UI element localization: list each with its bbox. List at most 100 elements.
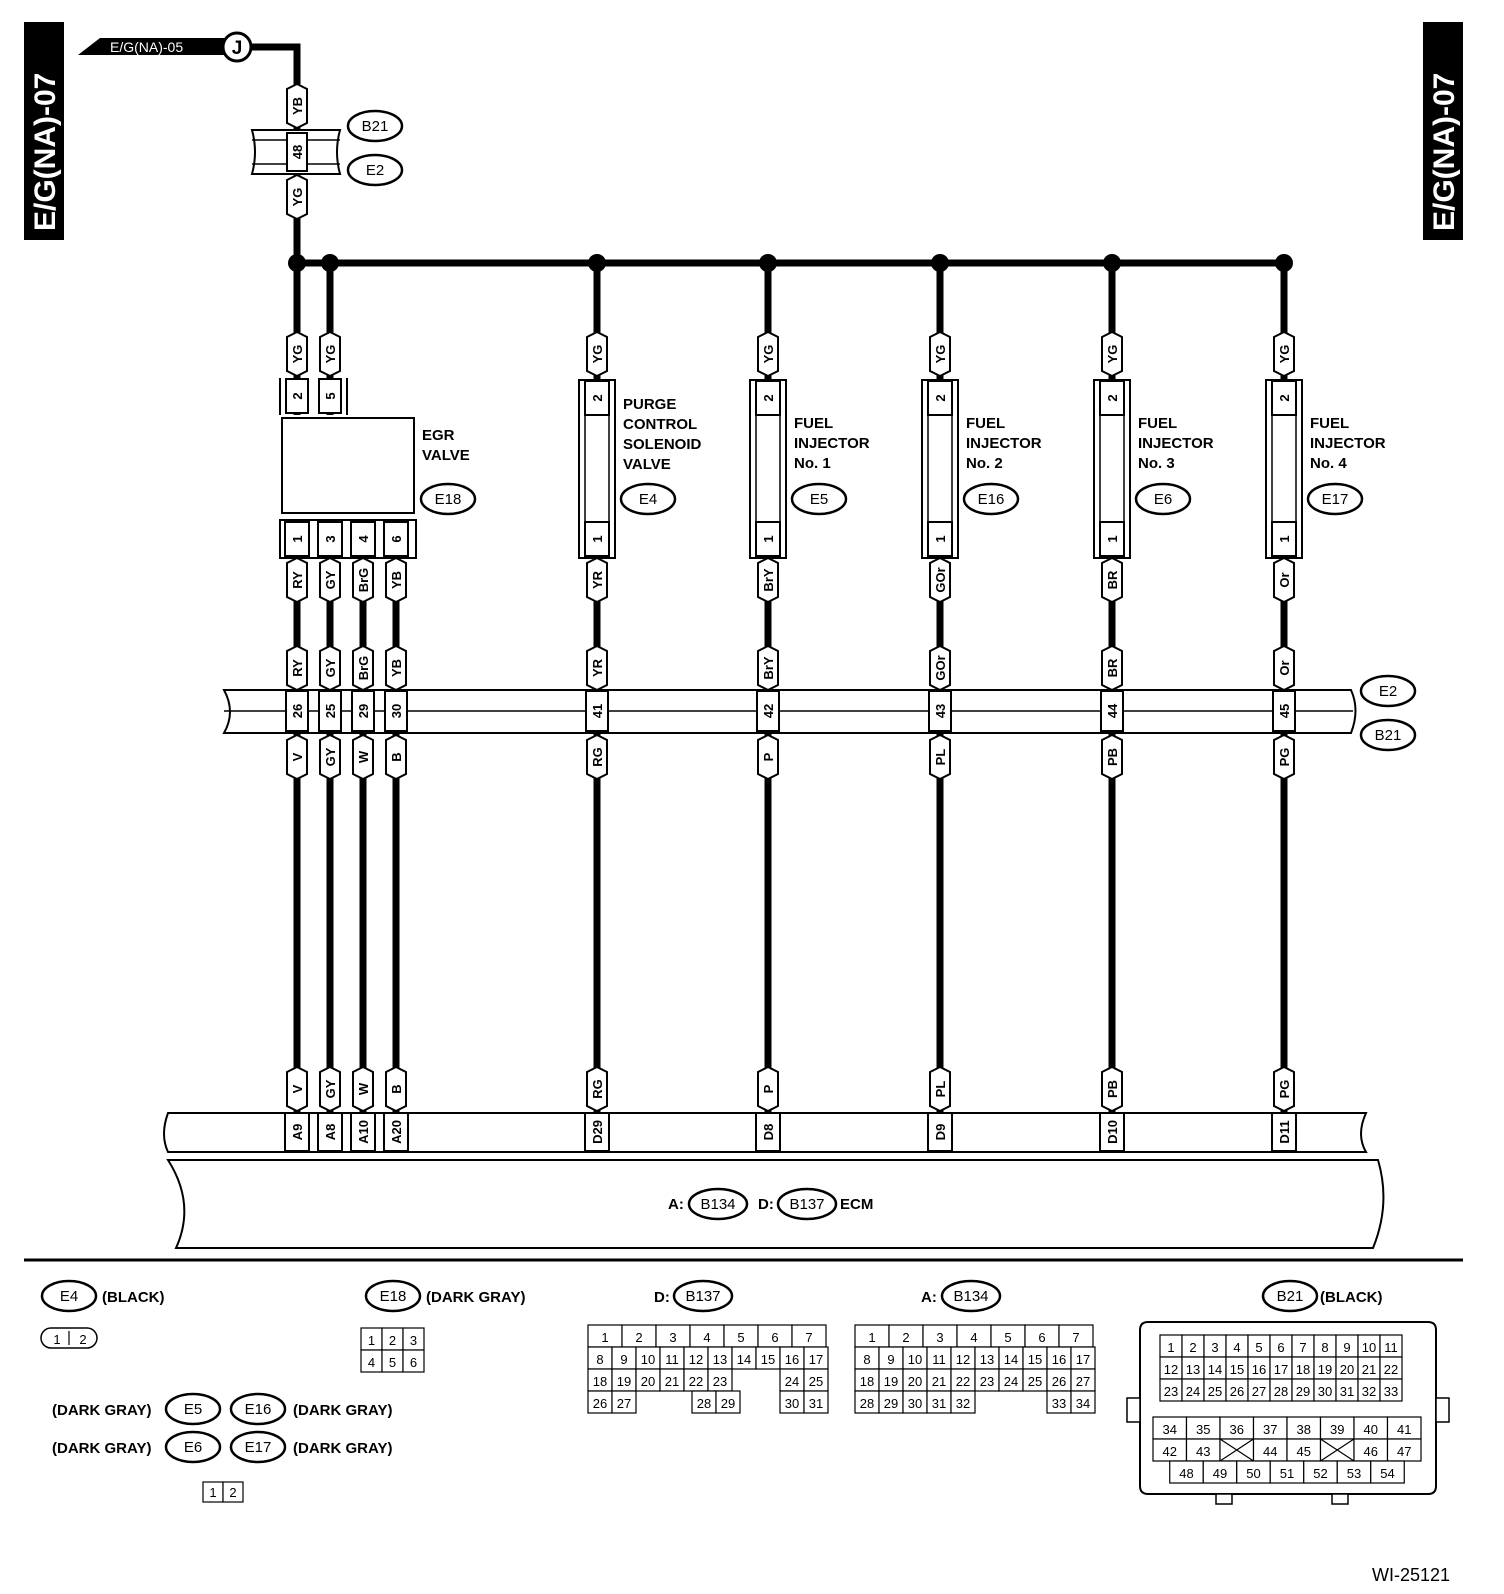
svg-text:20: 20 (1340, 1362, 1354, 1377)
purge-bus-out-wire-RG: RG (586, 733, 608, 781)
svg-text:45: 45 (1297, 1444, 1311, 1459)
inj3-top-wire-label: YG (1101, 330, 1123, 378)
svg-text:25: 25 (1028, 1374, 1042, 1389)
legend-tag-e17: E17 (229, 1430, 287, 1464)
svg-text:No. 3: No. 3 (1138, 455, 1175, 472)
ecm-pin-A9: A9 (284, 1112, 310, 1152)
svg-text:GOr: GOr (933, 655, 948, 680)
svg-text:RY: RY (290, 659, 305, 677)
svg-text:YR: YR (590, 570, 605, 589)
svg-text:E17: E17 (1322, 491, 1349, 508)
svg-text:V: V (290, 752, 305, 761)
svg-text:A20: A20 (389, 1120, 404, 1144)
svg-text:2: 2 (79, 1332, 86, 1347)
junction-j: J (232, 38, 243, 59)
svg-text:10: 10 (1362, 1340, 1376, 1355)
legend-tag-e16: E16 (229, 1392, 287, 1426)
svg-text:14: 14 (737, 1352, 751, 1367)
inj2-wire-GOr: GOr (929, 556, 951, 604)
bus-pin-43: 43 (928, 690, 952, 732)
tag-E6: E6 (1134, 482, 1192, 516)
svg-text:24: 24 (1186, 1384, 1200, 1399)
ecm-label: ECM (840, 1196, 873, 1213)
svg-text:44: 44 (1105, 703, 1120, 718)
tag-e2-top: E2 (346, 153, 404, 187)
egr-top-wire-label: YG (286, 330, 308, 378)
svg-text:1: 1 (601, 1330, 608, 1345)
svg-text:B: B (389, 1084, 404, 1093)
bus-pin-45: 45 (1272, 690, 1296, 732)
egr-ecm-wire-W: W (352, 1065, 374, 1113)
svg-text:26: 26 (1052, 1374, 1066, 1389)
svg-text:E5: E5 (810, 491, 828, 508)
svg-text:YB: YB (389, 571, 404, 589)
svg-text:40: 40 (1364, 1422, 1378, 1437)
svg-text:7: 7 (805, 1330, 812, 1345)
svg-text:3: 3 (1211, 1340, 1218, 1355)
svg-text:29: 29 (1296, 1384, 1310, 1399)
svg-text:26: 26 (1230, 1384, 1244, 1399)
svg-text:2: 2 (389, 1333, 396, 1348)
svg-text:50: 50 (1246, 1466, 1260, 1481)
svg-text:52: 52 (1313, 1466, 1327, 1481)
svg-text:2: 2 (290, 392, 305, 399)
egr-bus-wire-YB: YB (385, 644, 407, 692)
svg-text:4: 4 (970, 1330, 977, 1345)
legend-tag-b137: B137 (672, 1279, 734, 1313)
yg-distribution-wire (293, 232, 1288, 335)
purge-ecm-wire-RG: RG (586, 1065, 608, 1113)
svg-text:2: 2 (590, 394, 605, 401)
svg-text:BR: BR (1105, 658, 1120, 677)
inj4-bus-out-wire-PG: PG (1273, 733, 1295, 781)
purge-wire-YR: YR (586, 556, 608, 604)
svg-text:B134: B134 (700, 1196, 735, 1213)
left-side-label: E/G(NA)-07 (24, 22, 64, 240)
svg-text:PURGE: PURGE (623, 396, 676, 413)
svg-text:48: 48 (1179, 1466, 1193, 1481)
svg-text:RG: RG (590, 747, 605, 767)
tag-b137-ecm: B137 (776, 1187, 838, 1221)
svg-text:E18: E18 (380, 1288, 407, 1305)
svg-text:2: 2 (1277, 394, 1292, 401)
bus-pin-29: 29 (351, 690, 375, 732)
svg-text:FUEL: FUEL (794, 415, 833, 432)
svg-text:RG: RG (590, 1079, 605, 1099)
bus-pin-25: 25 (318, 690, 342, 732)
svg-text:10: 10 (908, 1352, 922, 1367)
svg-text:E16: E16 (245, 1401, 272, 1418)
inj1-ecm-wire-P: P (757, 1065, 779, 1113)
top-wire-label-yb: YB (286, 82, 308, 130)
svg-text:12: 12 (1164, 1362, 1178, 1377)
inj3-top-pin: 2 (1099, 380, 1125, 416)
egr-wire-BrG: BrG (352, 556, 374, 604)
egr-wire-RY: RY (286, 556, 308, 604)
svg-text:42: 42 (1163, 1444, 1177, 1459)
svg-text:28: 28 (1274, 1384, 1288, 1399)
tag-b21-bus: B21 (1359, 718, 1417, 752)
svg-text:W: W (356, 1082, 371, 1095)
svg-text:16: 16 (785, 1352, 799, 1367)
svg-text:33: 33 (1052, 1396, 1066, 1411)
svg-text:23: 23 (1164, 1384, 1178, 1399)
svg-text:18: 18 (860, 1374, 874, 1389)
svg-text:(BLACK): (BLACK) (102, 1289, 164, 1306)
svg-text:34: 34 (1076, 1396, 1090, 1411)
svg-text:22: 22 (689, 1374, 703, 1389)
svg-text:B137: B137 (789, 1196, 824, 1213)
legend-tag-e6: E6 (164, 1430, 222, 1464)
egr-wire-YB: YB (385, 556, 407, 604)
svg-text:1: 1 (590, 535, 605, 542)
egr-ecm-wire-GY: GY (319, 1065, 341, 1113)
svg-text:YG: YG (761, 345, 776, 364)
svg-text:23: 23 (713, 1374, 727, 1389)
egr-bottom-pin-3: 3 (317, 521, 343, 557)
bus-pin-44: 44 (1100, 690, 1124, 732)
svg-text:B: B (389, 752, 404, 761)
svg-text:8: 8 (863, 1352, 870, 1367)
svg-text:1: 1 (53, 1332, 60, 1347)
svg-text:17: 17 (1076, 1352, 1090, 1367)
